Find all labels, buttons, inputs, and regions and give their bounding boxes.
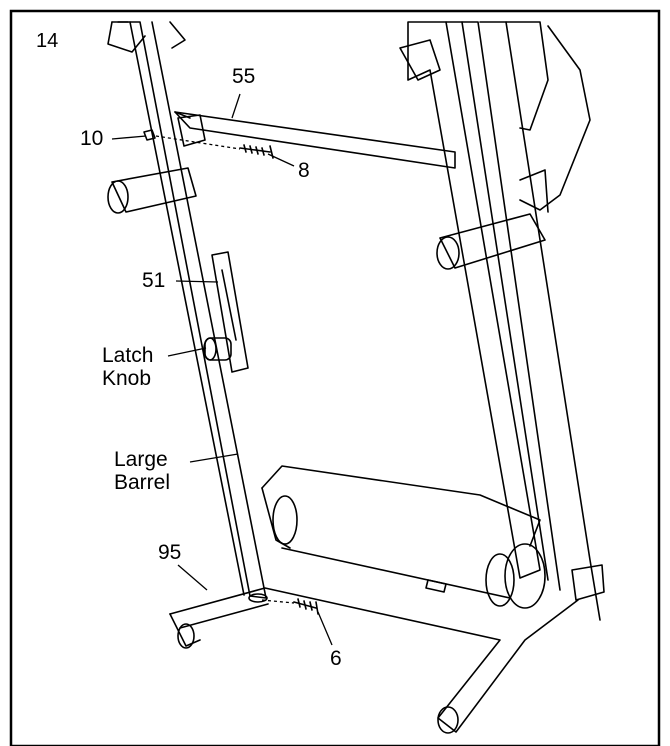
callout-latch-line1: Latch [102, 344, 154, 367]
callout-barrel-line2: Barrel [114, 471, 171, 494]
leader-latch [167, 347, 207, 357]
left-upright [107, 21, 268, 603]
bolt-8 [239, 144, 274, 159]
callout-55: 55 [232, 65, 256, 88]
callout-latch-knob: Latch Knob [102, 344, 153, 390]
callout-6: 6 [330, 647, 342, 670]
callout-8: 8 [298, 159, 310, 182]
bolt-6 [293, 598, 319, 615]
leader-barrel [189, 453, 239, 463]
leader-6 [317, 611, 333, 646]
right-upright [407, 21, 601, 621]
callout-latch-line2: Knob [102, 367, 152, 390]
callout-large-barrel: Large Barrel [114, 448, 170, 494]
leader-55 [231, 93, 241, 119]
figure-border [9, 9, 661, 746]
crossbar-55 [174, 111, 456, 169]
right-handrail [436, 169, 549, 270]
leader-51 [175, 280, 219, 283]
nut-10 [143, 129, 156, 141]
callout-barrel-line1: Large [114, 448, 168, 471]
step-number: 14 [36, 30, 59, 52]
leader-95 [177, 564, 208, 591]
callout-51: 51 [142, 269, 166, 292]
console [399, 21, 591, 211]
upright-bracket [177, 114, 206, 147]
latch-channel-51 [211, 251, 249, 373]
base-frame-95 [169, 547, 605, 734]
walking-deck [261, 465, 546, 609]
callout-95: 95 [158, 541, 182, 564]
leader-8 [267, 153, 295, 167]
left-handrail [107, 167, 197, 214]
callout-10: 10 [80, 127, 104, 150]
leader-10 [111, 135, 147, 140]
